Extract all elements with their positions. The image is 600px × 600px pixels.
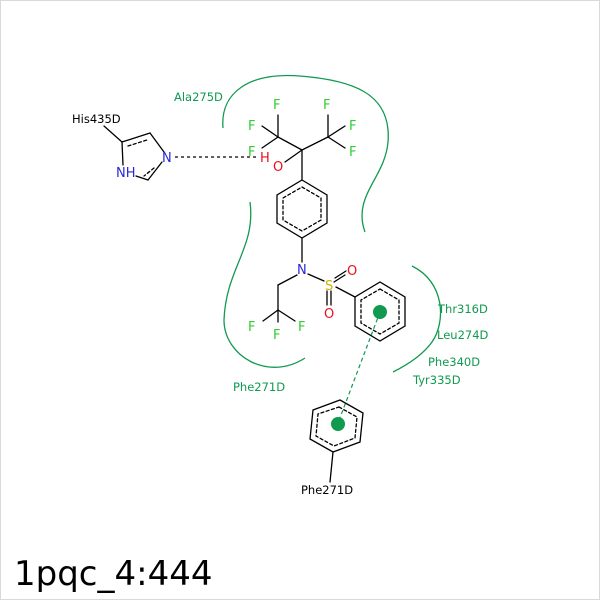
atom-label-sulfur: S xyxy=(325,279,333,294)
residue-label: Leu274D xyxy=(437,328,489,342)
atom-label-fluorine: F xyxy=(273,98,280,113)
residue-labels: Ala275D His435D Thr316D Leu274D Phe340D … xyxy=(72,90,489,497)
atom-label-fluorine: F xyxy=(248,145,255,160)
atom-label-nitrogen: N xyxy=(162,151,172,166)
atom-label-nitrogen: N xyxy=(297,263,307,278)
residue-label: Tyr335D xyxy=(412,373,461,387)
phe271-benzene-ring xyxy=(309,399,364,483)
ring-centroid-marker xyxy=(331,417,345,431)
residue-label: Phe271D xyxy=(233,380,285,394)
ligand-bonds xyxy=(261,114,406,342)
pi-stacking-line xyxy=(337,311,381,424)
atom-label-fluorine: F xyxy=(248,320,255,335)
atom-label-fluorine: F xyxy=(298,320,305,335)
diagram-title: 1pqc_4:444 xyxy=(14,554,212,594)
residue-label: His435D xyxy=(72,112,121,126)
hydrophobic-arc-right xyxy=(392,265,442,373)
atom-label-nitrogen: NH xyxy=(116,166,136,181)
ring-centroid-marker xyxy=(373,305,387,319)
residue-label: Phe271D xyxy=(301,483,353,497)
residue-label: Phe340D xyxy=(428,355,480,369)
atom-label-hydrogen: H xyxy=(260,151,270,166)
atom-label-oxygen: O xyxy=(324,307,334,322)
atom-label-fluorine: F xyxy=(323,98,330,113)
atom-label-fluorine: F xyxy=(349,145,356,160)
atom-label-fluorine: F xyxy=(273,328,280,343)
atom-label-oxygen: O xyxy=(347,264,357,279)
residue-label: Ala275D xyxy=(174,90,223,104)
hydrophobic-arc-left xyxy=(223,201,306,368)
histidine-imidazole xyxy=(103,125,165,181)
atom-labels: F F F F F F F F F O H N S O O N NH xyxy=(116,98,357,343)
residue-label: Thr316D xyxy=(437,302,488,316)
atom-label-fluorine: F xyxy=(248,119,255,134)
atom-label-oxygen: O xyxy=(273,160,283,175)
hydrophobic-arc-top xyxy=(222,74,389,233)
atom-label-fluorine: F xyxy=(349,119,356,134)
